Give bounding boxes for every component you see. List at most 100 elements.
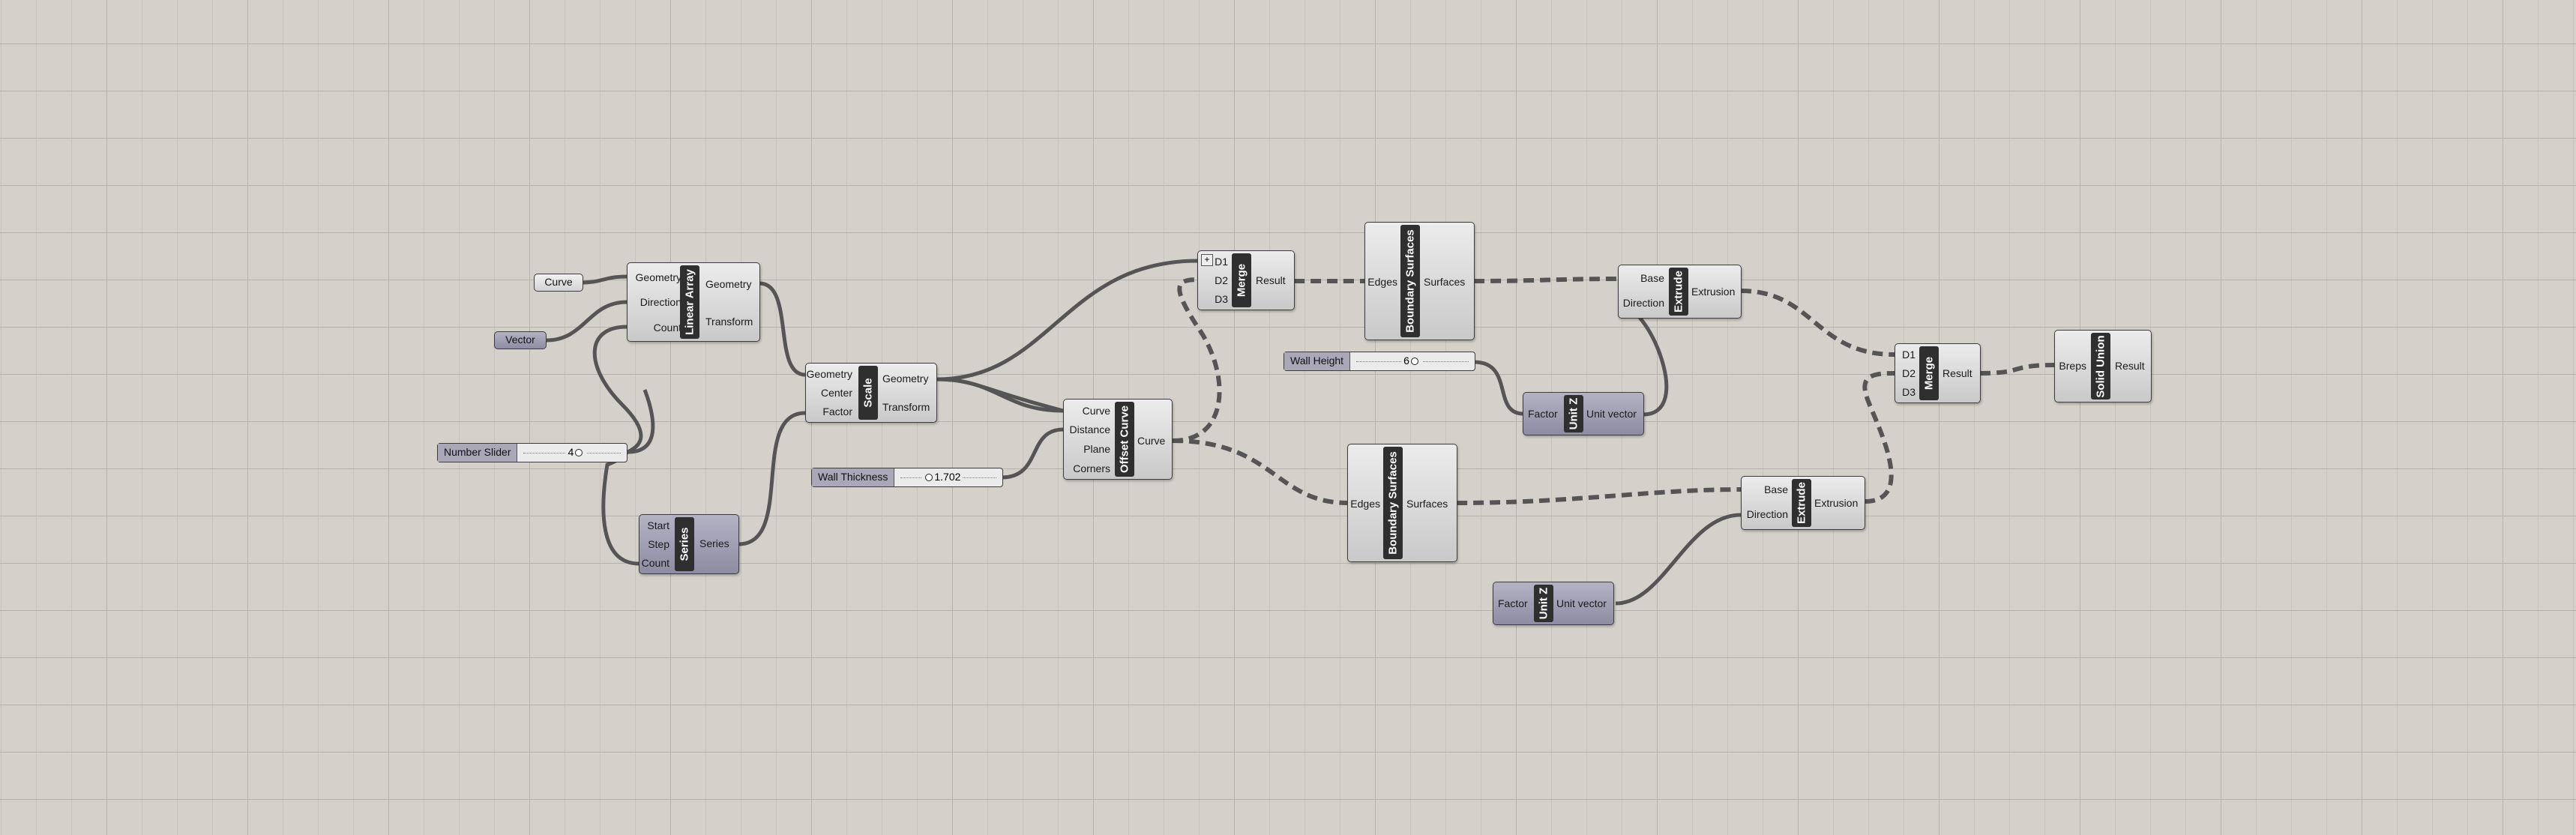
wall-thickness-slider[interactable]: Wall Thickness 1.702 (811, 468, 1003, 487)
component-name-bar: Boundary Surfaces (1383, 447, 1403, 559)
input-port[interactable]: Base (1764, 483, 1788, 495)
component-name-bar: Unit Z (1564, 395, 1583, 432)
wire-slider-to-series-count (628, 389, 655, 454)
slider-knob-icon[interactable] (1410, 358, 1418, 366)
wall-height-value: 6 (1403, 355, 1409, 367)
input-port[interactable]: Factor (822, 406, 852, 417)
output-port[interactable]: Unit vector (1586, 408, 1637, 420)
input-port[interactable]: Breps (2059, 360, 2086, 372)
component-name-bar: Extrude (1792, 479, 1811, 527)
output-port[interactable]: Extrusion (1814, 497, 1859, 509)
input-port[interactable]: Factor (1528, 408, 1558, 420)
component-name-bar: Series (675, 517, 694, 571)
output-port[interactable]: Surfaces (1406, 498, 1448, 510)
input-port[interactable]: D1 (1215, 256, 1228, 268)
output-port[interactable]: Extrusion (1691, 286, 1736, 298)
input-port[interactable]: Start (647, 519, 669, 531)
linear-array-component[interactable]: Geometry Direction Count Linear Array Ge… (627, 262, 760, 342)
input-port[interactable]: Direction (1622, 297, 1664, 309)
wall-height-slider[interactable]: Wall Height 6 (1284, 352, 1475, 371)
wire-offset-to-merge1-d2 (1172, 277, 1222, 443)
wall-height-track[interactable]: 6 (1350, 352, 1475, 370)
output-port[interactable]: Transform (882, 401, 930, 413)
solid-union-component[interactable]: Breps Solid Union Result (2054, 330, 2152, 403)
input-port[interactable]: Corners (1073, 462, 1110, 474)
input-port[interactable]: Count (653, 322, 681, 334)
input-port[interactable]: D3 (1902, 386, 1916, 398)
output-port[interactable]: Curve (1137, 435, 1166, 447)
output-port[interactable]: Surfaces (1424, 276, 1466, 288)
input-port[interactable]: D3 (1215, 293, 1228, 305)
unit-z-component-2[interactable]: Factor Unit Z Unit vector (1493, 582, 1614, 625)
component-name-bar: Offset Curve (1115, 402, 1134, 477)
output-port[interactable]: Geometry (705, 278, 752, 290)
wire-offset-to-boundary2 (1172, 438, 1349, 505)
input-port[interactable]: Edges (1367, 276, 1397, 288)
unit-z-component-1[interactable]: Factor Unit Z Unit vector (1523, 392, 1644, 435)
wire-series-to-scale (738, 411, 806, 546)
input-port[interactable]: D2 (1215, 274, 1228, 286)
component-name-bar: Solid Union (2091, 333, 2110, 400)
input-port[interactable]: Plane (1083, 443, 1110, 455)
extrude-component-1[interactable]: Base Direction Extrude Extrusion (1618, 265, 1742, 319)
input-port[interactable]: Geometry (635, 271, 681, 283)
curve-param[interactable]: Curve (534, 274, 583, 292)
boundary-surfaces-component-2[interactable]: Edges Boundary Surfaces Surfaces (1347, 444, 1457, 562)
input-port[interactable]: Factor (1498, 597, 1528, 609)
merge-component-2[interactable]: D1 D2 D3 Merge Result (1895, 343, 1981, 403)
input-port[interactable]: Direction (1746, 508, 1788, 520)
wire-scale-transform-offset (936, 377, 1064, 413)
wire-extrude2-to-merge2 (1862, 371, 1895, 504)
output-port[interactable]: Geometry (882, 373, 929, 385)
wire-boundary2-to-extrude2 (1456, 487, 1742, 505)
input-port[interactable]: Edges (1350, 498, 1380, 510)
scale-component[interactable]: Geometry Center Factor Scale Geometry Tr… (805, 363, 937, 423)
wire-vector-to-linear-array (546, 300, 628, 343)
slider-knob-icon[interactable] (925, 474, 933, 482)
input-port[interactable]: Direction (640, 296, 681, 308)
component-name-bar: Scale (858, 366, 878, 420)
output-port[interactable]: Result (2115, 360, 2145, 372)
input-port[interactable]: Center (820, 387, 852, 399)
input-port[interactable]: Distance (1069, 423, 1110, 435)
number-slider-label: Number Slider (438, 444, 518, 462)
input-port[interactable]: Geometry (806, 368, 852, 380)
input-port[interactable]: Count (641, 557, 669, 569)
offset-curve-component[interactable]: Curve Distance Plane Corners Offset Curv… (1063, 399, 1173, 480)
vector-param[interactable]: Vector (494, 331, 547, 349)
wire-boundary1-to-extrude1 (1473, 277, 1619, 283)
output-port[interactable]: Series (699, 537, 729, 549)
number-slider[interactable]: Number Slider 4 (437, 443, 628, 462)
output-port[interactable]: Transform (705, 316, 753, 328)
series-component[interactable]: Start Step Count Series Series (639, 514, 739, 574)
wire-wallheight-to-unitz1 (1473, 360, 1524, 416)
input-port[interactable]: Step (648, 538, 669, 550)
input-port[interactable]: D1 (1902, 349, 1916, 361)
output-port[interactable]: Result (1256, 274, 1286, 286)
extrude-component-2[interactable]: Base Direction Extrude Extrusion (1741, 476, 1865, 530)
number-slider-track[interactable]: 4 (517, 444, 627, 462)
output-port[interactable]: Result (1942, 367, 1972, 379)
boundary-surfaces-component-1[interactable]: Edges Boundary Surfaces Surfaces (1364, 222, 1475, 340)
wire-extrude1-to-merge2 (1740, 289, 1895, 357)
merge-component-1[interactable]: + D1 D2 D3 Merge Result (1197, 250, 1295, 310)
wire-linear-array-to-scale (759, 281, 806, 377)
wire-scale-to-merge (936, 259, 1198, 382)
component-name-bar: Boundary Surfaces (1400, 225, 1420, 337)
wall-thickness-label: Wall Thickness (812, 468, 895, 486)
component-name-bar: Extrude (1669, 268, 1688, 316)
output-port[interactable]: Unit vector (1556, 597, 1607, 609)
slider-knob-icon[interactable] (575, 449, 583, 457)
component-name-bar: Merge (1919, 346, 1939, 400)
wire-thickness-to-offset (1001, 427, 1064, 480)
input-port[interactable]: Curve (1082, 405, 1110, 417)
input-port[interactable]: Base (1640, 272, 1664, 284)
wall-thickness-track[interactable]: 1.702 (894, 468, 1002, 486)
input-port[interactable]: D2 (1902, 367, 1916, 379)
component-name-bar: Linear Array (680, 265, 699, 339)
plus-icon[interactable]: + (1201, 254, 1213, 266)
component-name-bar: Merge (1232, 253, 1251, 307)
wire-curve-to-linear-array (580, 274, 628, 285)
